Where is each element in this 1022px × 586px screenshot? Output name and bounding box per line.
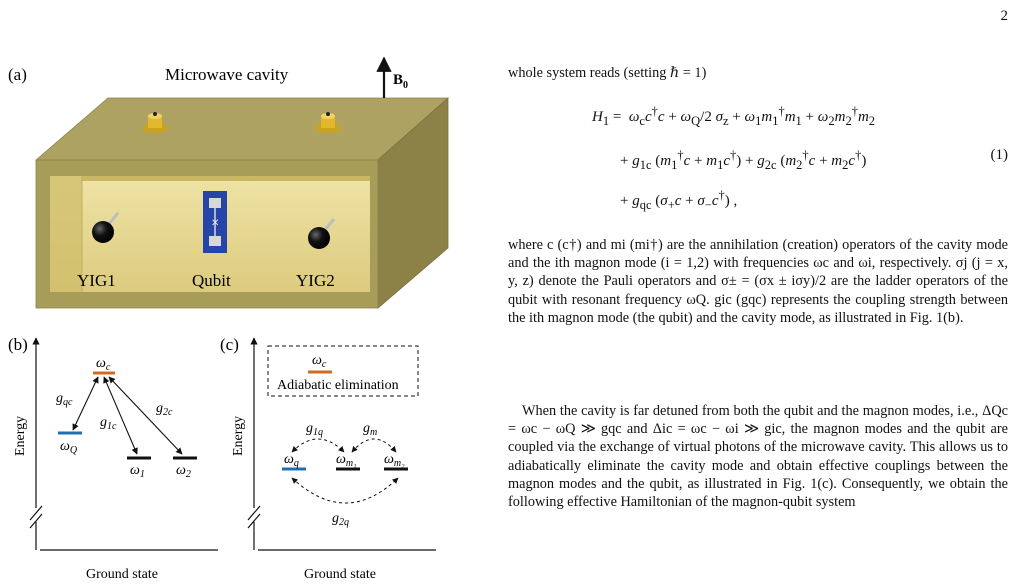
- m2-freq-label-c: ωm₂: [384, 452, 405, 469]
- qubit-chip: ✕: [203, 191, 227, 253]
- paragraph-1: where c (c†) and mi (mi†) are the annihi…: [508, 237, 1008, 326]
- equation-line-2: + g1c (m1†c + m1c†) + g2c (m2†c + m2c†): [620, 148, 867, 172]
- ground-label-c: Ground state: [304, 567, 376, 582]
- connector-right: [315, 112, 341, 133]
- cavity-title: Microwave cavity: [165, 65, 289, 84]
- coupling-g1q-arrow: [291, 438, 345, 453]
- equation-line-3: + gqc (σ+c + σ−c†) ,: [620, 188, 738, 212]
- cavity-inner-top-wall: [82, 176, 370, 181]
- g1c-label: g1c: [100, 415, 117, 432]
- figure-1: (a) B0 Microwave cavity ✕: [8, 56, 450, 582]
- g1q-label: g1q: [306, 421, 323, 438]
- panel-label-a: (a): [8, 65, 27, 84]
- qubit-label: Qubit: [192, 271, 231, 290]
- m1-freq-label-b: ω1: [130, 463, 145, 480]
- yig2-sphere: [308, 218, 336, 249]
- page-number: 2: [1000, 8, 1009, 24]
- equation-line-1: H1 = ωcc†c + ωQ/2 σz + ω1m1†m1 + ω2m2†m2: [592, 104, 876, 128]
- adiabatic-elimination-box: [267, 345, 419, 397]
- m1-freq-label-c: ωm₁: [336, 452, 357, 469]
- cavity-freq-label-b: ωc: [96, 356, 111, 373]
- cavity-freq-label-c: ωc: [312, 353, 327, 370]
- coupling-g2q-arrow: [291, 477, 399, 504]
- energy-label-c: Energy: [231, 416, 246, 456]
- panel-label-c: (c): [220, 335, 239, 354]
- g2c-label: g2c: [156, 401, 173, 418]
- paragraph-2: When the cavity is far detuned from both…: [508, 403, 1008, 511]
- coupling-g2c-arrow: [108, 376, 183, 455]
- b0-label: B0: [393, 72, 408, 91]
- yig1-label: YIG1: [77, 271, 116, 290]
- coupling-gqc-arrow: [72, 376, 99, 431]
- energy-label-b: Energy: [13, 416, 28, 456]
- yig2-label: YIG2: [296, 271, 335, 290]
- cavity-top-face: [34, 97, 450, 161]
- connector-left: [142, 112, 168, 133]
- q-freq-label-c: ωq: [284, 452, 299, 469]
- svg-text:✕: ✕: [211, 218, 219, 229]
- ground-label-b: Ground state: [86, 567, 158, 582]
- adiabatic-elimination-text: Adiabatic elimination: [277, 378, 399, 393]
- cavity-inner-left-wall: [50, 176, 82, 292]
- qubit-freq-label-b: ωQ: [60, 439, 78, 456]
- panel-label-b: (b): [8, 335, 28, 354]
- m2-freq-label-b: ω2: [176, 463, 191, 480]
- coupling-gm-arrow: [351, 438, 397, 453]
- yig1-sphere: [92, 212, 120, 243]
- gqc-label: gqc: [56, 391, 73, 408]
- g2q-label: g2q: [332, 511, 349, 528]
- gm-label: gm: [363, 421, 377, 438]
- equation-number: (1): [990, 147, 1009, 163]
- intro-line: whole system reads (setting ℏ = 1): [508, 65, 707, 81]
